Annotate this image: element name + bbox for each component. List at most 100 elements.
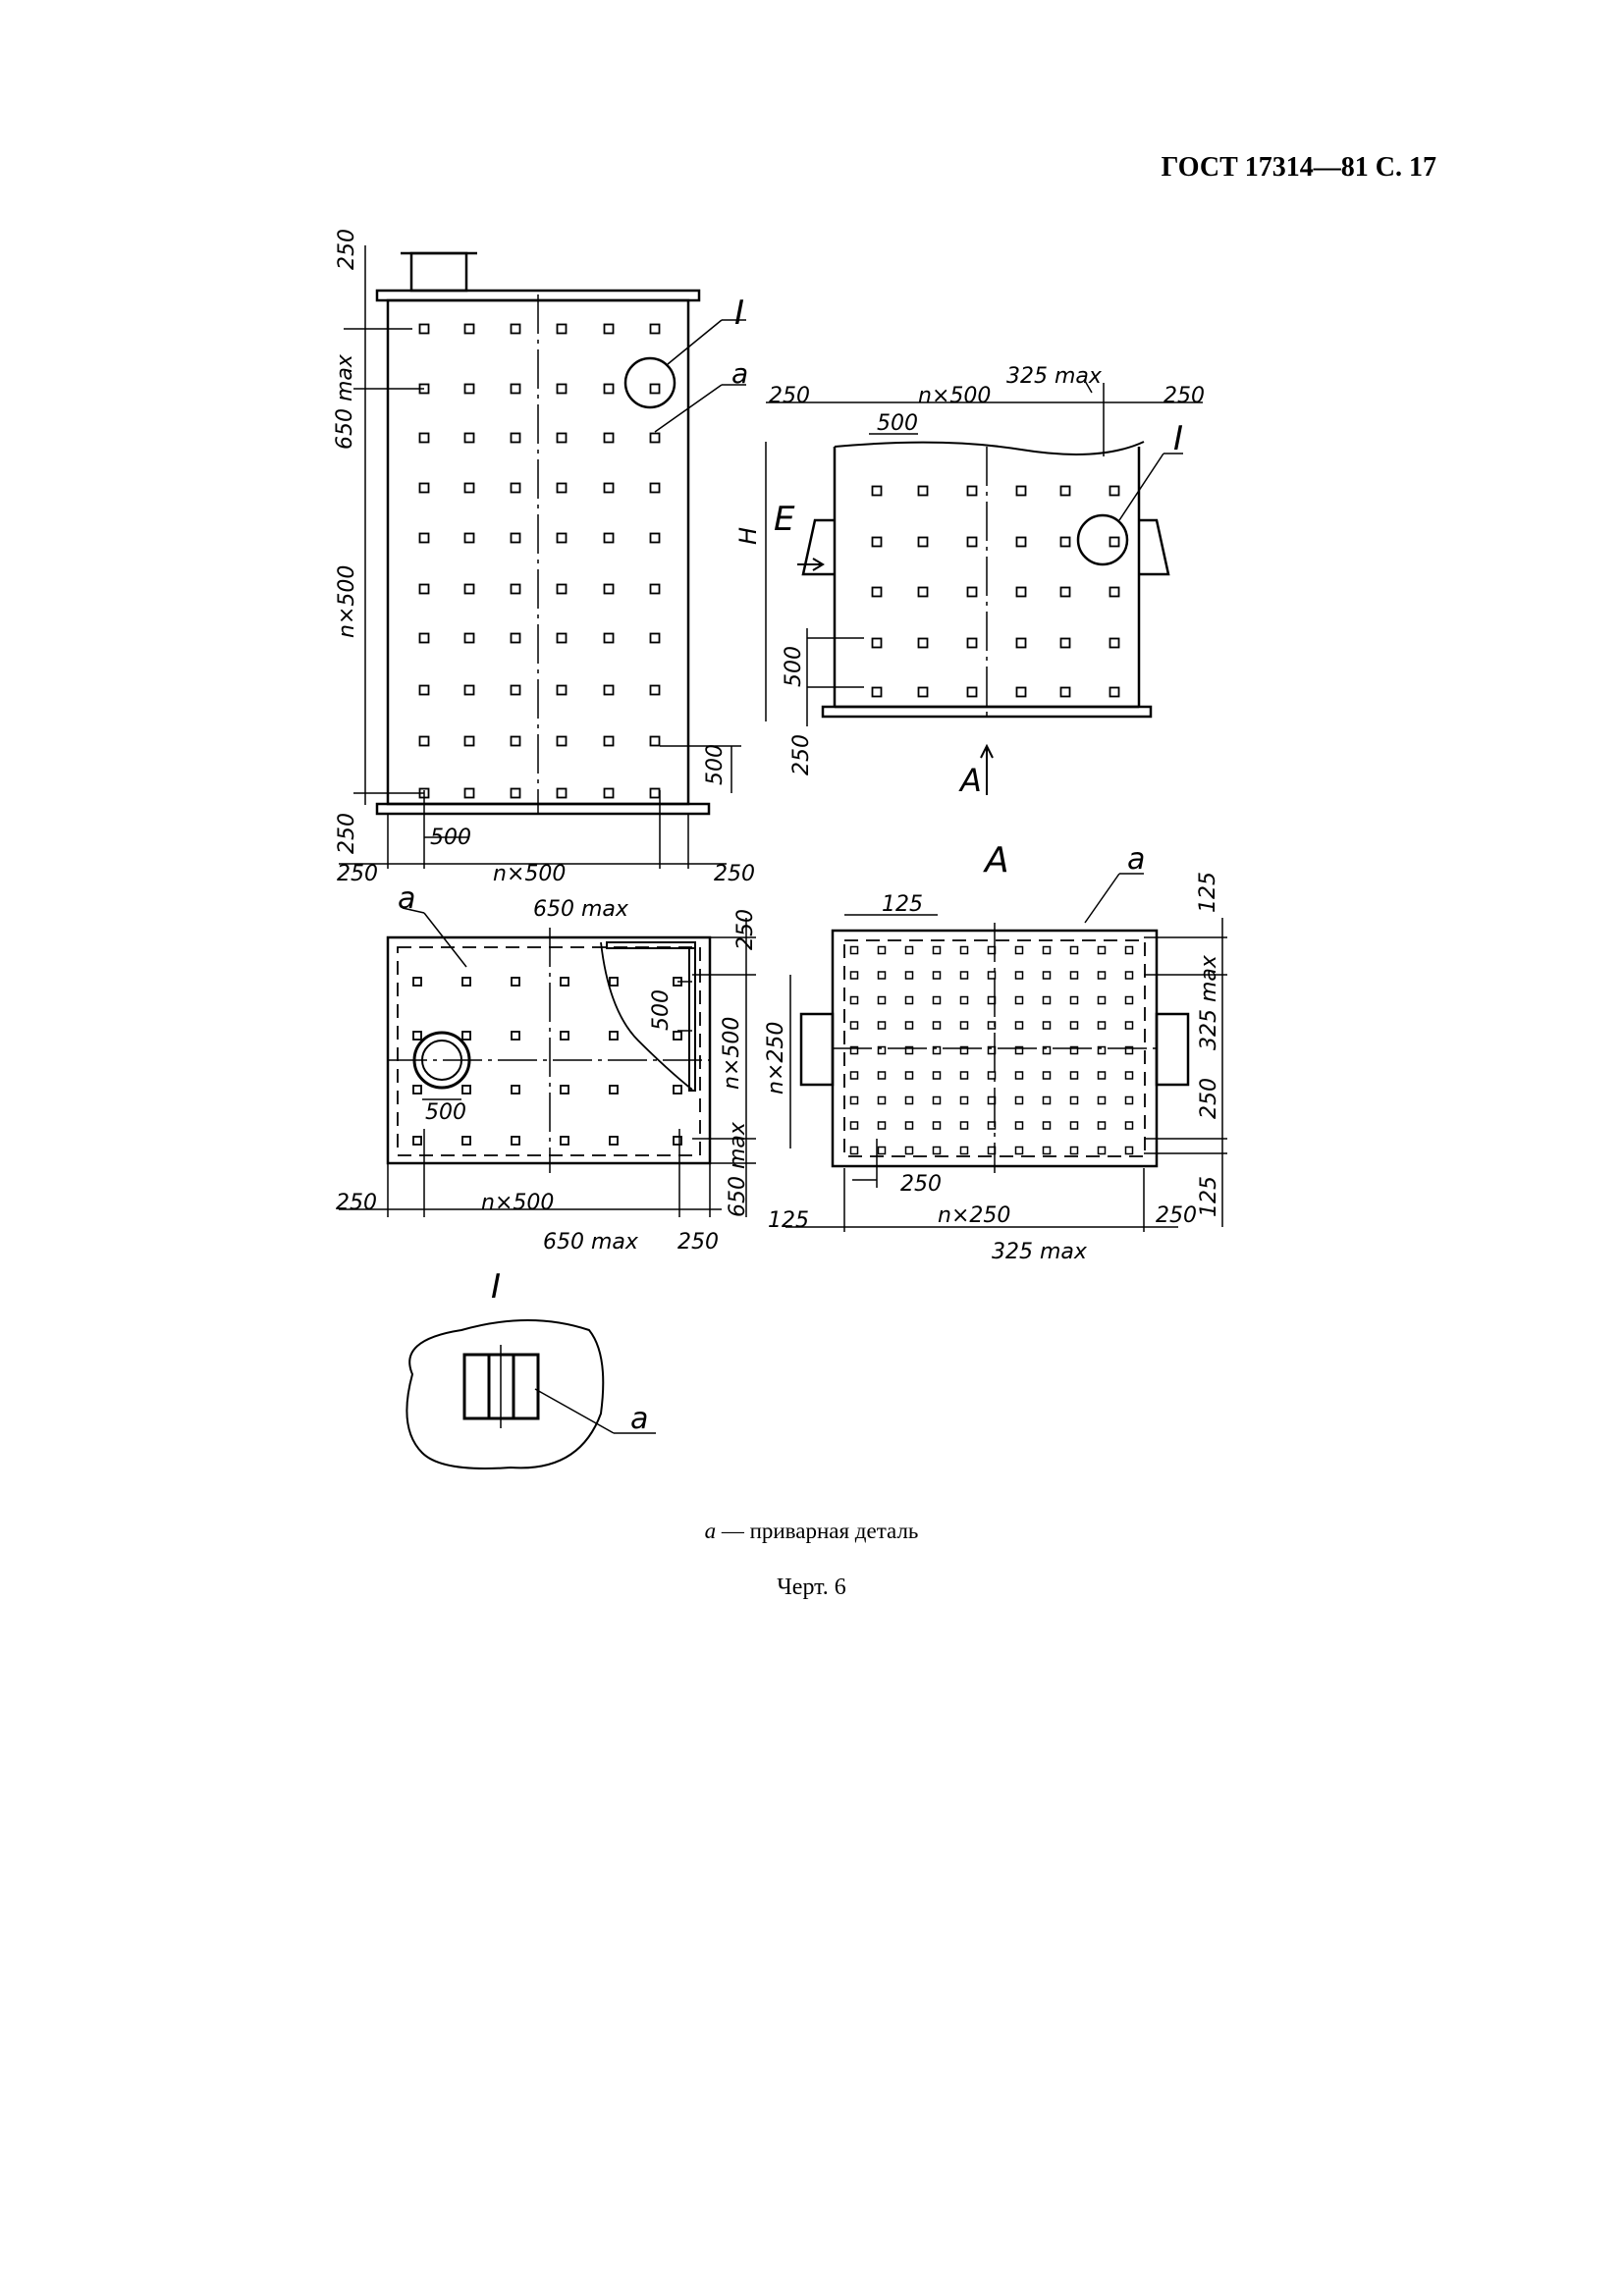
weld-marker [418,684,430,696]
weld-marker [649,482,661,494]
weld-marker [603,383,615,395]
weld-holes-plan [412,977,682,1146]
drain-nozzle [412,1031,471,1090]
weld-marker [1042,995,1052,1005]
weld-marker [917,586,929,598]
weld-marker [463,735,475,747]
weld-marker [560,1031,569,1041]
weld-marker [1014,1146,1024,1155]
weld-marker [412,1136,422,1146]
label-part-a: a [1127,842,1145,877]
weld-marker [877,1095,887,1105]
weld-marker [510,632,521,644]
weld-marker [1069,1121,1079,1130]
weld-marker [603,787,615,799]
weld-marker [966,485,978,497]
view-A [785,873,1227,1232]
weld-marker [556,735,568,747]
weld-marker [849,945,859,955]
weld-marker [603,684,615,696]
weld-marker [418,323,430,335]
weld-marker [511,1031,520,1041]
weld-marker [877,995,887,1005]
figure-caption: Черт. 6 [777,1575,846,1600]
weld-marker [673,1136,682,1146]
weld-marker [1042,945,1052,955]
weld-marker [510,787,521,799]
weld-marker [603,532,615,544]
dim-325max: 325 max [992,1240,1088,1264]
weld-marker [1042,1146,1052,1155]
weld-marker [510,383,521,395]
weld-marker [461,1031,471,1041]
weld-marker [987,1095,997,1105]
weld-marker [1059,485,1071,497]
weld-marker [1097,1045,1107,1055]
weld-marker [1069,995,1079,1005]
weld-marker [461,1136,471,1146]
weld-marker [849,1021,859,1030]
weld-marker [1097,1071,1107,1080]
dim-325max: 325 max [1006,364,1103,389]
weld-marker [1097,1146,1107,1155]
weld-marker [1109,686,1120,698]
plan-outline [386,935,712,1165]
weld-marker [932,1071,942,1080]
weld-marker [871,536,883,548]
weld-marker [603,632,615,644]
weld-marker [418,532,430,544]
dim-500: 500 [877,411,918,436]
detail-I-circle [623,356,676,409]
weld-marker [871,686,883,698]
weld-marker [1042,1071,1052,1080]
weld-marker [877,945,887,955]
dim-250: 250 [336,1191,377,1215]
weld-marker [1109,637,1120,649]
weld-marker [609,1031,619,1041]
weld-marker [959,945,969,955]
weld-marker [1042,1095,1052,1105]
weld-marker [510,532,521,544]
weld-marker [959,1095,969,1105]
bottom-flange [375,802,711,816]
dim-250: 250 [733,909,758,950]
weld-marker [959,1021,969,1030]
leader-I [667,319,723,365]
weld-marker [1124,1021,1134,1030]
weld-marker [1069,1146,1079,1155]
label-part-a: a [398,881,415,916]
dim-650max: 650 max [543,1230,639,1255]
weld-marker [932,995,942,1005]
dim-125: 125 [882,892,923,917]
weld-marker [511,1085,520,1095]
weld-marker [1015,485,1027,497]
weld-marker [1014,1095,1024,1105]
dim-125: 125 [768,1208,809,1233]
weld-marker [1014,1021,1024,1030]
weld-marker [959,1121,969,1130]
left-support [801,518,835,576]
weld-marker [932,971,942,980]
weld-marker [1059,686,1071,698]
leader-a [654,384,723,433]
weld-marker [904,995,914,1005]
weld-marker [877,1021,887,1030]
weld-marker [987,1045,997,1055]
weld-marker [1124,945,1134,955]
weld-marker [1069,945,1079,955]
weld-marker [959,1146,969,1155]
legend-marker: a [704,1519,717,1543]
detail-I [406,1319,656,1469]
weld-marker [966,686,978,698]
side-base-flange [821,705,1153,719]
dim-n500: n×500 [335,565,359,638]
weld-marker [510,735,521,747]
weld-marker [609,1085,619,1095]
weld-marker [412,1031,422,1041]
weld-marker [1097,945,1107,955]
label-detail-I: I [734,294,744,333]
weld-marker [1069,1095,1079,1105]
weld-marker [966,637,978,649]
label-view-E: E [774,500,795,539]
weld-marker [463,532,475,544]
